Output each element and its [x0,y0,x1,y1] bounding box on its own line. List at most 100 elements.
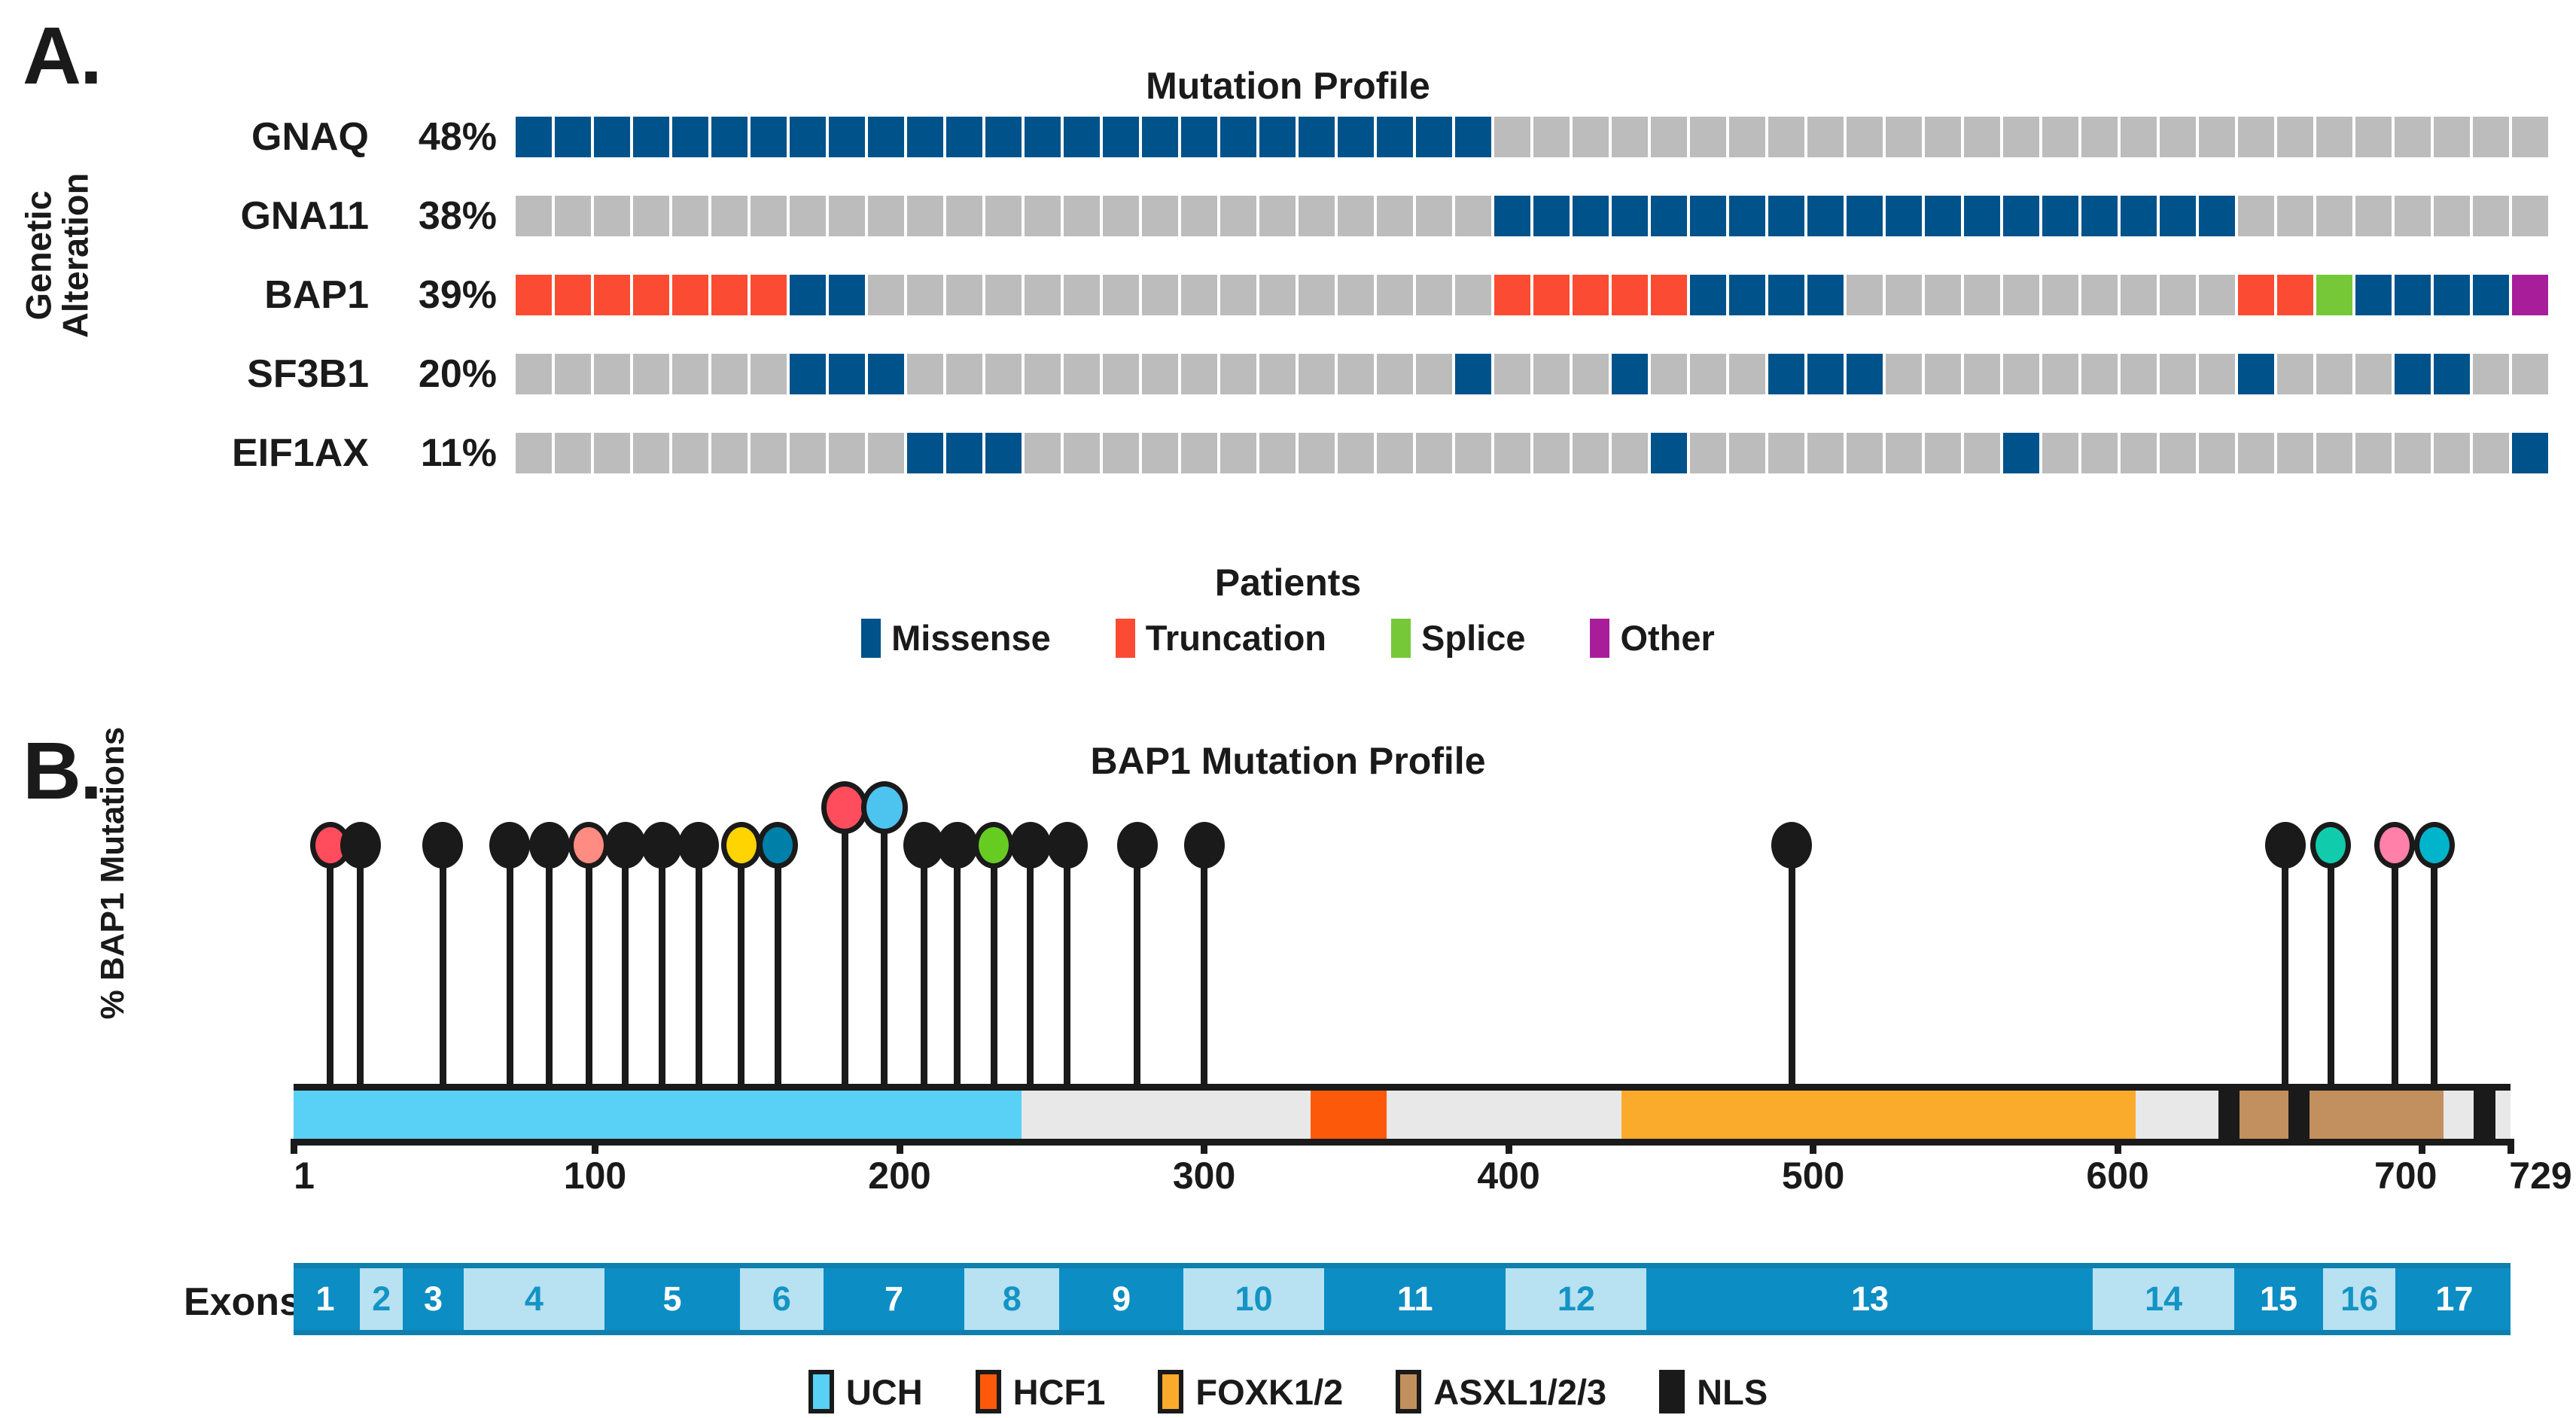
oncoprint-cell[interactable] [1690,354,1726,394]
oncoprint-cell[interactable] [2238,196,2274,236]
oncoprint-cell[interactable] [1807,433,1844,473]
oncoprint-cell[interactable] [1494,354,1530,394]
oncoprint-cell[interactable] [1612,196,1648,236]
oncoprint-cell[interactable] [2160,354,2196,394]
oncoprint-cell[interactable] [2277,433,2313,473]
oncoprint-cell[interactable] [2277,275,2313,315]
oncoprint-cell[interactable] [1103,196,1139,236]
oncoprint-cell[interactable] [1416,433,1452,473]
oncoprint-cell[interactable] [1299,433,1335,473]
exon-segment[interactable]: 2 [357,1268,403,1330]
oncoprint-cell[interactable] [2512,196,2548,236]
oncoprint-cell[interactable] [1494,275,1530,315]
lollipop-head[interactable] [528,822,570,869]
lollipop-head[interactable] [641,822,683,869]
lollipop-head[interactable] [604,822,646,869]
oncoprint-cell[interactable] [2160,196,2196,236]
oncoprint-cell[interactable] [1025,354,1061,394]
oncoprint-cell[interactable] [2355,196,2392,236]
oncoprint-cell[interactable] [1768,196,1804,236]
oncoprint-cell[interactable] [868,275,904,315]
oncoprint-cell[interactable] [907,275,943,315]
oncoprint-cell[interactable] [1886,196,1922,236]
oncoprint-cell[interactable] [1729,433,1765,473]
oncoprint-cell[interactable] [1925,196,1961,236]
oncoprint-cell[interactable] [672,117,708,157]
lollipop-head[interactable] [757,822,799,869]
oncoprint-cell[interactable] [672,433,708,473]
oncoprint-cell[interactable] [2355,433,2392,473]
oncoprint-cell[interactable] [2512,354,2548,394]
oncoprint-cell[interactable] [868,354,904,394]
oncoprint-cell[interactable] [2316,117,2352,157]
oncoprint-cell[interactable] [2277,196,2313,236]
oncoprint-cell[interactable] [985,354,1022,394]
oncoprint-cell[interactable] [633,275,669,315]
oncoprint-cell[interactable] [1964,275,2000,315]
oncoprint-cell[interactable] [1220,354,1256,394]
oncoprint-cell[interactable] [1299,354,1335,394]
oncoprint-cell[interactable] [2277,117,2313,157]
oncoprint-cell[interactable] [1807,117,1844,157]
oncoprint-cell[interactable] [1220,433,1256,473]
oncoprint-cell[interactable] [594,354,630,394]
oncoprint-cell[interactable] [1690,196,1726,236]
lollipop-head[interactable] [1183,822,1225,869]
oncoprint-cell[interactable] [1416,117,1452,157]
oncoprint-cell[interactable] [2199,275,2235,315]
oncoprint-cell[interactable] [516,117,552,157]
oncoprint-cell[interactable] [1064,275,1100,315]
oncoprint-cell[interactable] [1142,275,1178,315]
oncoprint-cell[interactable] [1142,196,1178,236]
oncoprint-cell[interactable] [1651,117,1687,157]
oncoprint-cell[interactable] [751,196,787,236]
oncoprint-cell[interactable] [516,354,552,394]
oncoprint-cell[interactable] [1377,117,1413,157]
oncoprint-cell[interactable] [1220,117,1256,157]
oncoprint-cell[interactable] [1533,433,1570,473]
oncoprint-cell[interactable] [2199,117,2235,157]
oncoprint-cell[interactable] [594,117,630,157]
oncoprint-cell[interactable] [711,196,748,236]
oncoprint-cell[interactable] [1416,196,1452,236]
exon-segment[interactable]: 16 [2320,1268,2395,1330]
oncoprint-cell[interactable] [1847,275,1883,315]
protein-domain-asxl1-2-3[interactable] [2310,1091,2444,1139]
oncoprint-cell[interactable] [633,433,669,473]
oncoprint-cell[interactable] [555,354,591,394]
oncoprint-cell[interactable] [907,196,943,236]
oncoprint-cell[interactable] [2160,275,2196,315]
oncoprint-cell[interactable] [516,196,552,236]
oncoprint-cell[interactable] [1612,433,1648,473]
oncoprint-cell[interactable] [516,275,552,315]
oncoprint-cell[interactable] [2355,354,2392,394]
lollipop-head[interactable] [1009,822,1051,869]
oncoprint-cell[interactable] [1142,354,1178,394]
oncoprint-cell[interactable] [555,117,591,157]
oncoprint-cell[interactable] [2121,275,2157,315]
oncoprint-cell[interactable] [1964,354,2000,394]
oncoprint-cell[interactable] [633,354,669,394]
oncoprint-cell[interactable] [1377,196,1413,236]
oncoprint-cell[interactable] [1729,117,1765,157]
oncoprint-cell[interactable] [751,117,787,157]
oncoprint-cell[interactable] [829,354,865,394]
exon-segment[interactable]: 10 [1180,1268,1325,1330]
oncoprint-cell[interactable] [2395,354,2431,394]
oncoprint-cell[interactable] [2199,433,2235,473]
oncoprint-cell[interactable] [2003,433,2039,473]
oncoprint-cell[interactable] [2160,117,2196,157]
oncoprint-cell[interactable] [1690,275,1726,315]
oncoprint-cell[interactable] [1142,433,1178,473]
oncoprint-cell[interactable] [1886,433,1922,473]
oncoprint-cell[interactable] [868,196,904,236]
oncoprint-cell[interactable] [1494,196,1530,236]
lollipop-head[interactable] [821,781,869,834]
oncoprint-cell[interactable] [2238,117,2274,157]
oncoprint-cell[interactable] [1573,433,1609,473]
oncoprint-cell[interactable] [2473,117,2509,157]
oncoprint-cell[interactable] [2238,433,2274,473]
oncoprint-cell[interactable] [790,275,826,315]
oncoprint-cell[interactable] [907,354,943,394]
oncoprint-cell[interactable] [829,433,865,473]
